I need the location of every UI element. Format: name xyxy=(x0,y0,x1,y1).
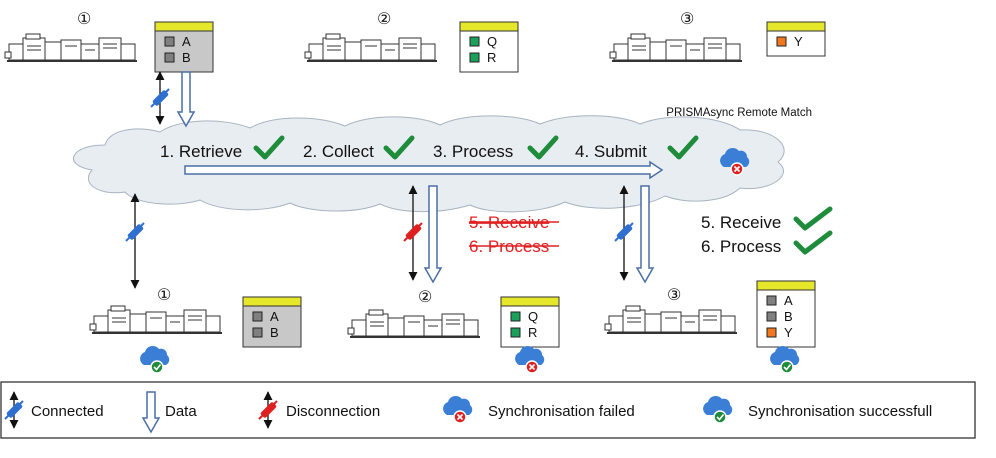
check-icon xyxy=(793,206,833,231)
connector-top-1 xyxy=(150,71,196,128)
job-label: Y xyxy=(784,325,793,340)
step-collect: 2. Collect xyxy=(303,142,374,161)
job-label: Q xyxy=(528,309,538,324)
data-arrow-horizontal xyxy=(184,160,664,180)
device-number: ② xyxy=(418,289,432,306)
prismasync-cloud xyxy=(73,115,785,213)
check-icon xyxy=(383,135,415,160)
top-device-1: ① xyxy=(4,11,138,63)
legend-sync-failed: Synchronisation failed xyxy=(488,403,635,420)
cloud-sync-success-icon xyxy=(703,395,733,424)
legend-connected: Connected xyxy=(31,403,104,420)
printer-icon xyxy=(609,33,743,63)
data-arrow-down xyxy=(176,71,196,128)
job-label: B xyxy=(270,325,279,340)
top-device-3: ③ xyxy=(609,11,743,63)
job-label: R xyxy=(487,50,496,65)
job-status-square xyxy=(766,311,777,322)
job-status-square xyxy=(510,311,521,322)
job-status-square xyxy=(776,36,787,47)
printer-icon xyxy=(347,309,481,339)
job-status-square xyxy=(469,36,480,47)
job-status-square xyxy=(252,311,263,322)
step-submit: 4. Submit xyxy=(575,142,647,161)
step-retrieve: 1. Retrieve xyxy=(160,142,242,161)
legend-disconnection: Disconnection xyxy=(286,403,380,420)
job-status-square xyxy=(164,36,175,47)
device-number: ① xyxy=(157,287,171,304)
printer-icon xyxy=(604,305,738,335)
success-step-process: 6. Process xyxy=(701,237,781,256)
device-number: ③ xyxy=(667,287,681,304)
job-label: Y xyxy=(794,34,803,49)
legend-data: Data xyxy=(165,403,197,420)
job-label: Q xyxy=(487,34,497,49)
step-process: 3. Process xyxy=(433,142,513,161)
bottom-device-1: ① xyxy=(89,287,223,335)
cloud-sync-success-icon xyxy=(140,345,170,374)
cloud-sync-failed-icon xyxy=(720,147,750,176)
job-status-square xyxy=(766,327,777,338)
device-number: ② xyxy=(377,11,391,28)
top-device-2: ② xyxy=(304,11,438,63)
connector-bottom-3 xyxy=(614,185,655,284)
data-arrow-down xyxy=(423,185,443,284)
job-panel: QR xyxy=(500,296,560,348)
check-icon xyxy=(793,230,833,255)
job-label: A xyxy=(784,293,793,308)
job-status-square xyxy=(164,52,175,63)
legend-sync-success: Synchronisation successfull xyxy=(748,403,932,420)
cloud-title: PRISMAsync Remote Match xyxy=(666,107,812,119)
legend: Connected Data Disconnection Synchronisa… xyxy=(0,381,976,439)
job-status-square xyxy=(510,327,521,338)
check-icon xyxy=(253,135,285,160)
cloud-sync-failed-icon xyxy=(515,345,545,374)
success-step-receive: 5. Receive xyxy=(701,213,781,232)
job-panel: AB xyxy=(154,21,214,73)
job-panel: ABY xyxy=(756,280,816,348)
job-status-square xyxy=(252,327,263,338)
failed-steps: 5. Receive 6. Process xyxy=(469,213,559,256)
device-number: ③ xyxy=(680,11,694,28)
cloud-sync-failed-icon xyxy=(443,395,473,424)
job-label: B xyxy=(784,309,793,324)
job-status-square xyxy=(766,295,777,306)
bottom-device-2: ② xyxy=(347,289,481,339)
job-label: A xyxy=(182,34,191,49)
bottom-device-3: ③ xyxy=(604,287,738,335)
job-panel: AB xyxy=(242,296,302,348)
job-panel: QR xyxy=(459,21,519,73)
job-label: B xyxy=(182,50,191,65)
success-steps: 5. Receive 6. Process xyxy=(701,213,781,256)
printer-icon xyxy=(304,33,438,63)
job-panel: Y xyxy=(766,21,826,57)
connector-bottom-2 xyxy=(403,185,443,284)
check-icon xyxy=(667,135,699,160)
job-label: R xyxy=(528,325,537,340)
job-label: A xyxy=(270,309,279,324)
data-arrow-icon xyxy=(141,391,161,434)
cloud-sync-success-icon xyxy=(770,345,800,374)
device-number: ① xyxy=(77,11,91,28)
printer-icon xyxy=(89,305,223,335)
connector-bottom-1 xyxy=(125,193,145,289)
check-icon xyxy=(527,135,559,160)
data-arrow-down xyxy=(635,185,655,284)
job-status-square xyxy=(469,52,480,63)
printer-icon xyxy=(4,33,138,63)
